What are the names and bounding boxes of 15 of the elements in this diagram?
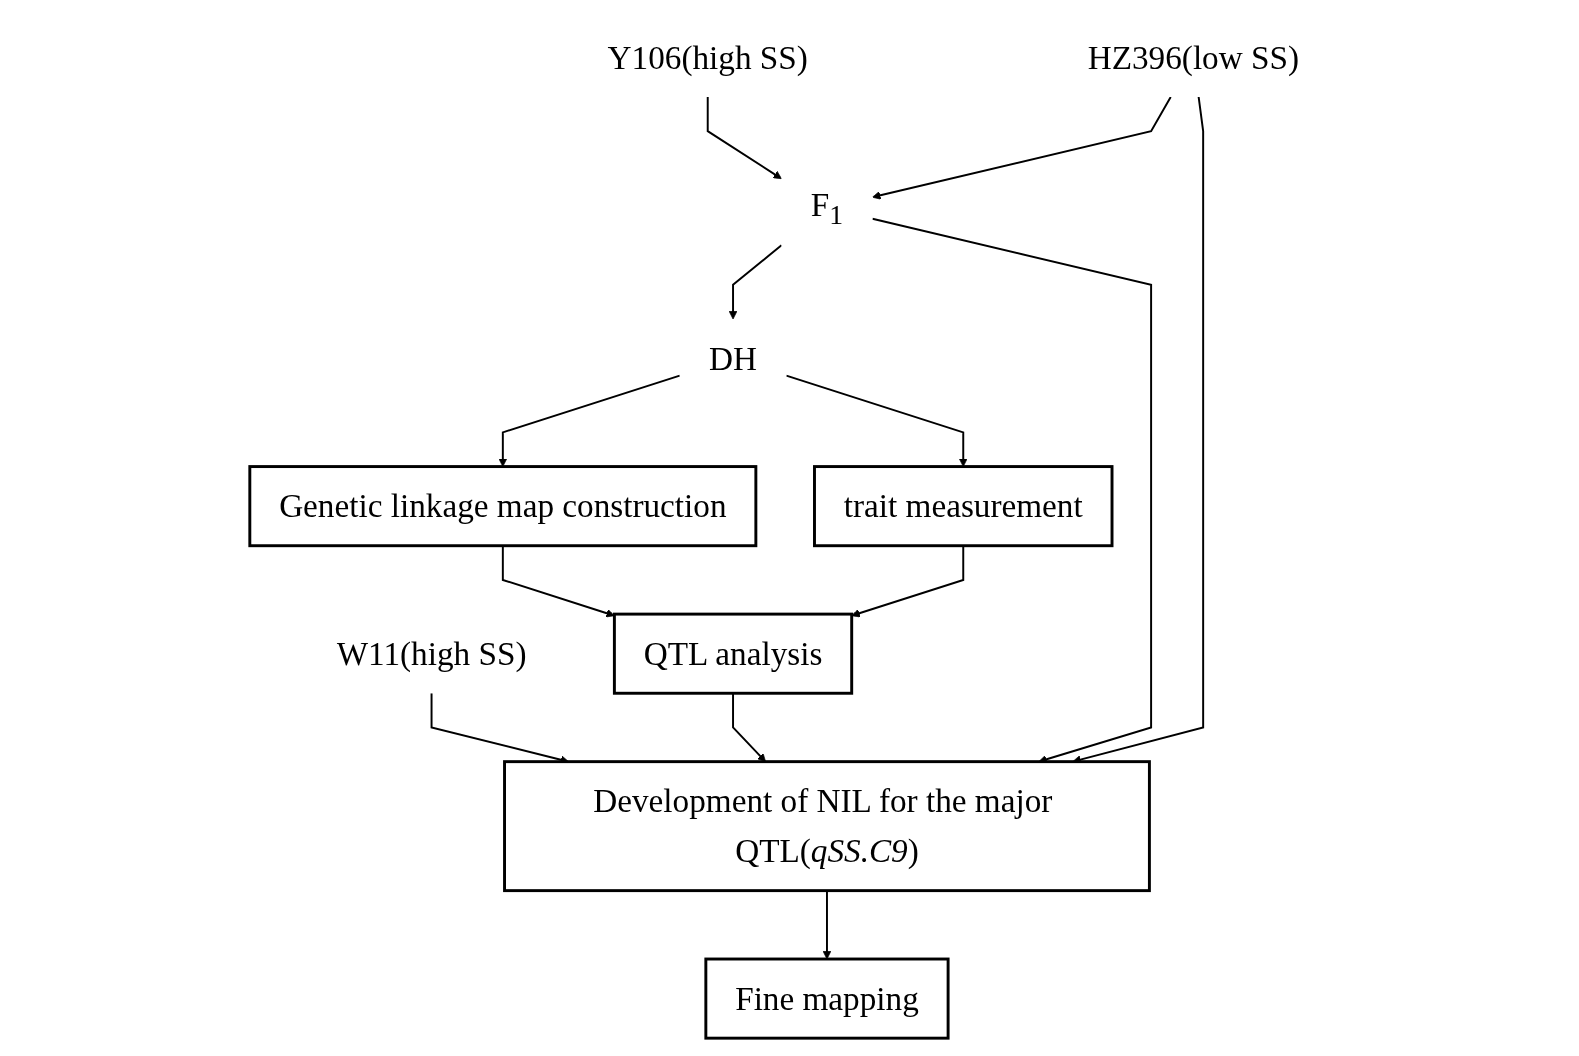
- arrow: [785, 374, 968, 467]
- arrow: [872, 96, 1173, 200]
- node-box: Genetic linkage map construction: [248, 465, 758, 548]
- arrow: [707, 96, 783, 180]
- node-text: HZ396(low SS): [1088, 39, 1300, 76]
- node-box: Fine mapping: [704, 957, 950, 1040]
- node-box: QTL analysis: [613, 612, 854, 695]
- node-text: DH: [709, 340, 758, 377]
- arrow: [498, 374, 682, 467]
- node-box: Development of NIL for the major QTL(qSS.C9): [503, 760, 1152, 893]
- node-text: Y106(high SS): [608, 39, 809, 76]
- node-text: F$_{1}$: [811, 186, 844, 230]
- node-text: W11(high SS): [337, 635, 527, 672]
- node-box: trait measurement: [813, 465, 1114, 548]
- arrow: [729, 244, 783, 320]
